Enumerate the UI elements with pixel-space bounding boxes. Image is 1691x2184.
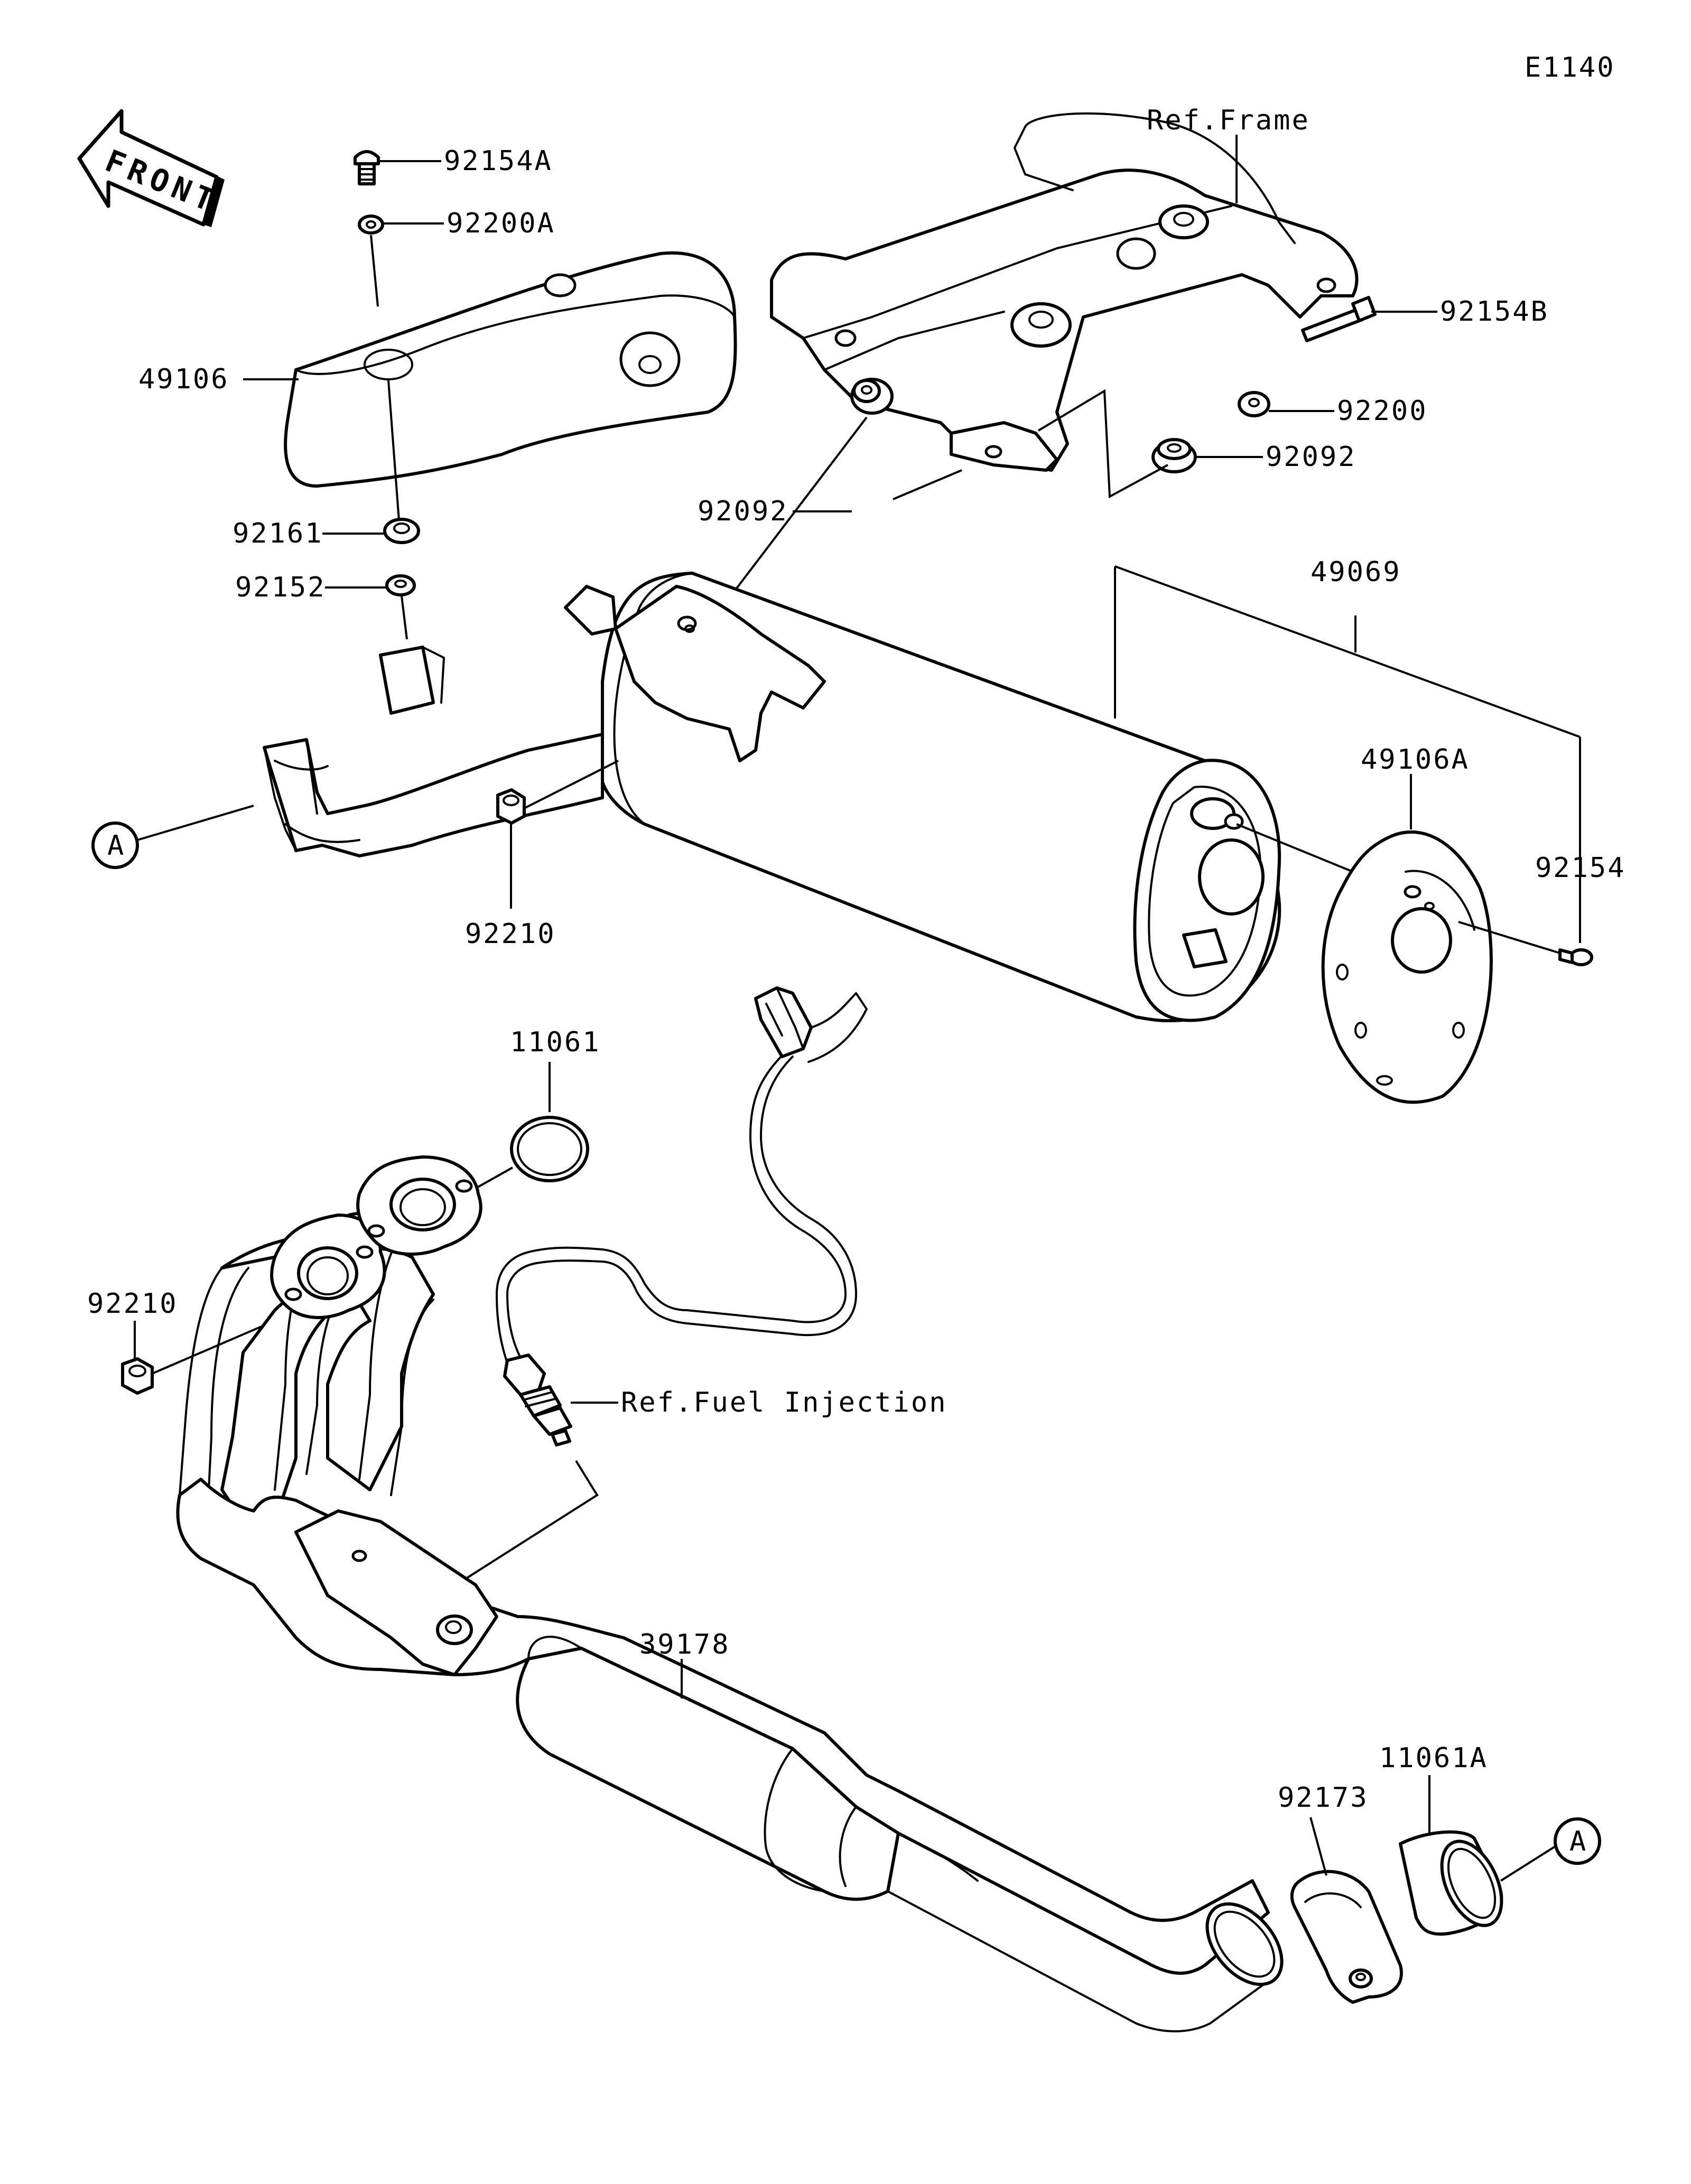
part-label-92173: 92173 (1278, 1782, 1369, 1814)
washer-92200A-icon (358, 214, 384, 235)
part-label-92154: 92154 (1535, 852, 1626, 884)
part-label-11061: 11061 (510, 1026, 601, 1058)
ref-frame-label: Ref.Frame (1147, 105, 1310, 136)
ref-fuel-injection-label: Ref.Fuel Injection (621, 1387, 947, 1418)
part-label-39178: 39178 (639, 1629, 730, 1660)
part-label-92210-left: 92210 (87, 1288, 178, 1320)
nut-92210-left-icon (121, 1357, 154, 1395)
header-pipe-39178-icon (176, 1155, 1284, 2032)
bolt-92154A-icon (354, 150, 380, 185)
part-label-49069: 49069 (1311, 556, 1401, 588)
callout-a-header-icon: A (1554, 1817, 1601, 1865)
part-label-49106A: 49106A (1361, 744, 1470, 776)
diagram-code: E1140 (1525, 52, 1615, 83)
damper-92092-left-icon (850, 378, 894, 415)
washer-92200-icon (1238, 391, 1270, 417)
end-cap-49106A-icon (1321, 830, 1493, 1104)
gasket-11061-icon (510, 1116, 589, 1182)
muffler-49069-icon (263, 572, 1281, 1023)
part-label-92092-right: 92092 (1266, 441, 1356, 473)
callout-a-muffler-icon: A (91, 822, 139, 869)
collar-92152-icon (385, 574, 416, 596)
part-label-92161: 92161 (233, 518, 323, 549)
bolt-92154B-icon (1301, 296, 1377, 342)
gasket-11061A-icon (1399, 1830, 1503, 1936)
part-label-11061A: 11061A (1379, 1742, 1488, 1774)
screw-92154-icon (1558, 948, 1593, 966)
heat-cover-49106-icon (284, 251, 737, 488)
callout-a-label-2: A (1569, 1826, 1587, 1858)
nut-92210-top-icon (496, 788, 526, 825)
grommet-92161-icon (383, 518, 420, 544)
part-label-92210-top: 92210 (465, 918, 556, 950)
part-label-49106: 49106 (138, 363, 229, 395)
callout-a-label: A (107, 830, 125, 862)
part-label-92092-left: 92092 (698, 496, 788, 527)
part-label-92154B: 92154B (1440, 296, 1549, 328)
damper-92092-right-icon (1151, 438, 1197, 473)
part-label-92200: 92200 (1337, 395, 1428, 427)
frame-bracket-icon (770, 112, 1359, 472)
clamp-92173-icon (1290, 1870, 1403, 2004)
front-arrow-icon: FRONT (77, 109, 225, 227)
part-label-92200A: 92200A (447, 208, 555, 239)
oxygen-sensor-icon (496, 986, 868, 1446)
part-label-92152: 92152 (235, 572, 326, 603)
part-label-92154A: 92154A (444, 145, 553, 177)
